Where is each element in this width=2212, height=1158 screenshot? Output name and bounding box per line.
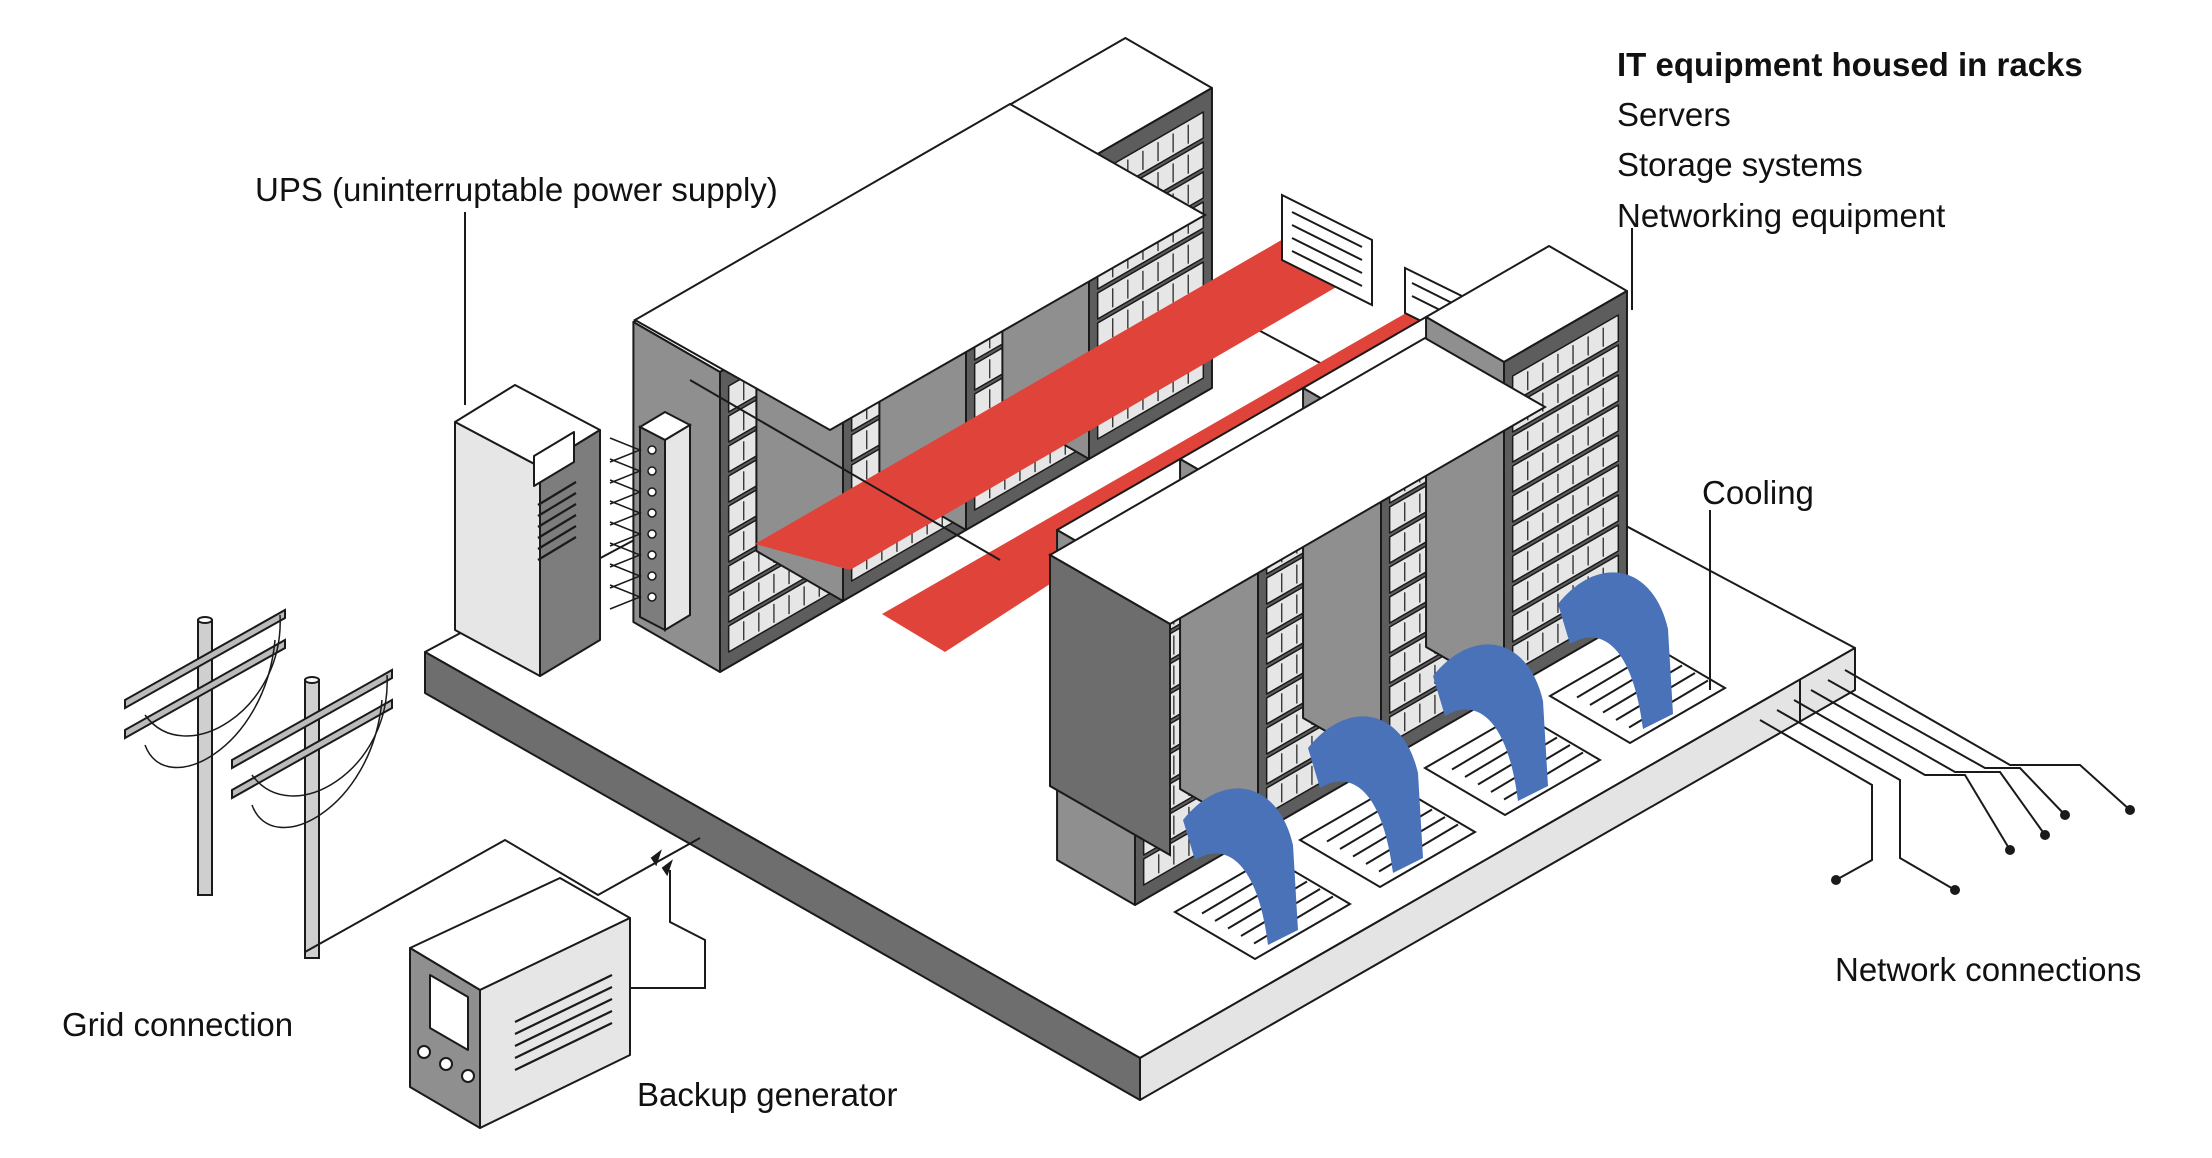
it-equipment-item-servers: Servers: [1617, 96, 1731, 133]
utility-pole: [124, 608, 286, 896]
cooling-label: Cooling: [1702, 474, 1814, 511]
power-wiring: [304, 837, 706, 989]
cold-air-flow: [1183, 788, 1298, 945]
cold-air-flow: [1558, 572, 1673, 729]
ups-cabinet-icon: [454, 384, 601, 677]
leader-lines: [464, 212, 1711, 690]
ups-label: UPS (uninterruptable power supply): [255, 171, 778, 208]
hot-aisle-strip-1: [755, 238, 1345, 570]
utility-pole: [231, 668, 393, 959]
network-connections-label: Network connections: [1835, 951, 2142, 988]
power-distribution-unit: [637, 410, 693, 632]
utility-pole-icon: [124, 608, 393, 959]
grid-connection-label: Grid connection: [62, 1006, 294, 1043]
server-rack-row-front: [1047, 245, 1628, 906]
it-equipment-title: IT equipment housed in racks: [1617, 46, 2083, 83]
cold-air-flow: [1308, 716, 1423, 873]
generator-icon: [409, 877, 631, 1129]
network-cables: [1759, 669, 2131, 891]
pdu-cables: [609, 379, 1001, 610]
cold-air-flow: [1433, 644, 1548, 801]
network-cable-ends: [1831, 805, 2135, 895]
it-equipment-item-storage: Storage systems: [1617, 146, 1863, 183]
it-equipment-item-networking: Networking equipment: [1617, 197, 1946, 234]
backup-generator-label: Backup generator: [637, 1076, 898, 1113]
cooling-airflows: [1183, 572, 1673, 945]
